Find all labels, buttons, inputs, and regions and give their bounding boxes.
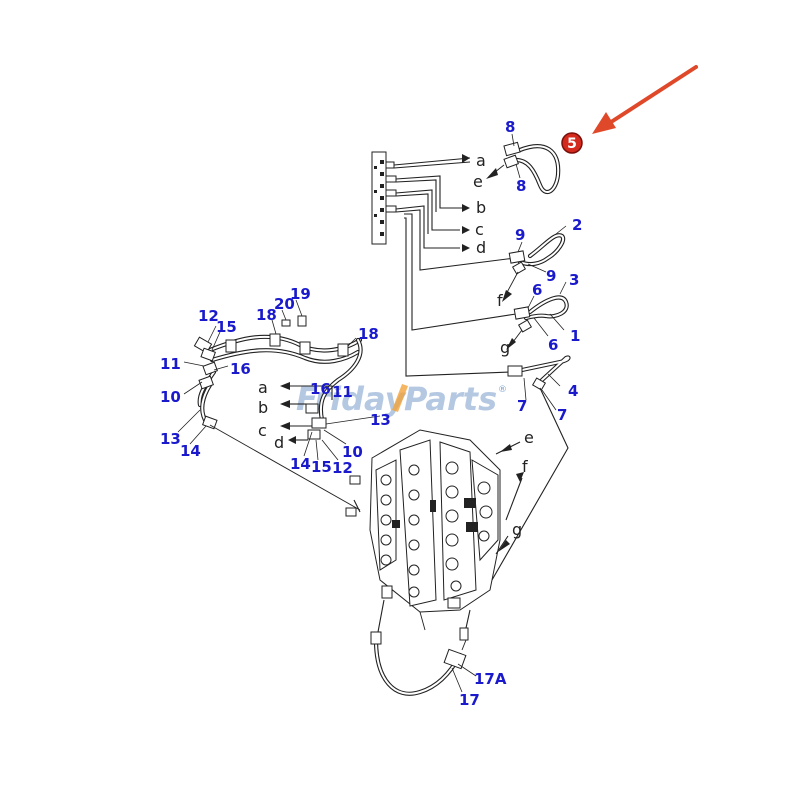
callout-12[interactable]: 12 bbox=[332, 459, 353, 477]
callout-2[interactable]: 2 bbox=[572, 216, 582, 234]
callout-13[interactable]: 13 bbox=[370, 411, 391, 429]
watermark-part2: Parts bbox=[404, 380, 497, 418]
letter-f: f bbox=[497, 291, 503, 310]
letter-d: d bbox=[476, 238, 486, 257]
letter-b: b bbox=[476, 198, 486, 217]
callout-17a[interactable]: 17A bbox=[474, 670, 507, 688]
callout-labels: 8 8 2 9 9 3 6 6 1 4 7 7 12 15 18 20 19 1… bbox=[160, 118, 582, 709]
callout-11[interactable]: 11 bbox=[160, 355, 181, 373]
hose-2[interactable] bbox=[502, 233, 566, 302]
callout-16[interactable]: 16 bbox=[230, 360, 251, 378]
callout-17[interactable]: 17 bbox=[459, 691, 480, 709]
callout-4[interactable]: 4 bbox=[568, 382, 578, 400]
highlight-arrow bbox=[592, 65, 698, 134]
callout-19[interactable]: 19 bbox=[290, 285, 311, 303]
letter-f: f bbox=[522, 457, 528, 476]
callout-8[interactable]: 8 bbox=[516, 177, 526, 195]
callout-18[interactable]: 18 bbox=[256, 306, 277, 324]
letter-g: g bbox=[512, 520, 522, 539]
callout-20[interactable]: 20 bbox=[274, 295, 295, 313]
letter-a: a bbox=[258, 378, 268, 397]
callout-16[interactable]: 16 bbox=[310, 380, 331, 398]
leader-lines bbox=[177, 133, 567, 693]
callout-1[interactable]: 1 bbox=[570, 327, 580, 345]
callout-6[interactable]: 6 bbox=[532, 281, 542, 299]
pilot-manifold-block bbox=[371, 151, 397, 245]
connection-letters: a e b c d f g a b c d e f g bbox=[258, 151, 534, 539]
hose-5[interactable] bbox=[486, 141, 561, 195]
left-hose-bundle[interactable] bbox=[193, 315, 363, 511]
main-control-valve[interactable] bbox=[369, 429, 501, 631]
letter-c: c bbox=[475, 220, 484, 239]
callout-9[interactable]: 9 bbox=[546, 267, 556, 285]
callout-7[interactable]: 7 bbox=[557, 406, 567, 424]
callout-10[interactable]: 10 bbox=[160, 388, 181, 406]
callout-11[interactable]: 11 bbox=[332, 383, 353, 401]
callout-14[interactable]: 14 bbox=[180, 442, 201, 460]
letter-b: b bbox=[258, 398, 268, 417]
callout-6[interactable]: 6 bbox=[548, 336, 558, 354]
hose-4[interactable] bbox=[483, 355, 571, 591]
watermark-swoosh bbox=[392, 384, 408, 412]
letter-c: c bbox=[258, 421, 267, 440]
callout-9[interactable]: 9 bbox=[515, 226, 525, 244]
hose-3[interactable] bbox=[506, 295, 569, 350]
callout-8[interactable]: 8 bbox=[505, 118, 515, 136]
letter-e: e bbox=[473, 172, 483, 191]
callout-7[interactable]: 7 bbox=[517, 397, 527, 415]
pilot-lines-top bbox=[393, 154, 517, 377]
letter-e: e bbox=[524, 428, 534, 447]
letter-a: a bbox=[476, 151, 486, 170]
part-5-badge[interactable]: 5 bbox=[561, 132, 583, 154]
left-fitting-group bbox=[280, 382, 333, 444]
watermark-mark: ® bbox=[498, 385, 507, 395]
part-5-badge-label: 5 bbox=[567, 136, 577, 152]
letter-d: d bbox=[274, 433, 284, 452]
letter-g: g bbox=[500, 338, 510, 357]
callout-18[interactable]: 18 bbox=[358, 325, 379, 343]
callout-12[interactable]: 12 bbox=[198, 307, 219, 325]
callout-15[interactable]: 15 bbox=[216, 318, 237, 336]
hose-17[interactable] bbox=[370, 599, 471, 696]
callout-10[interactable]: 10 bbox=[342, 443, 363, 461]
callout-14[interactable]: 14 bbox=[290, 455, 311, 473]
callout-3[interactable]: 3 bbox=[569, 271, 579, 289]
callout-15[interactable]: 15 bbox=[311, 458, 332, 476]
callout-13[interactable]: 13 bbox=[160, 430, 181, 448]
pilot-lines-right bbox=[345, 441, 524, 555]
